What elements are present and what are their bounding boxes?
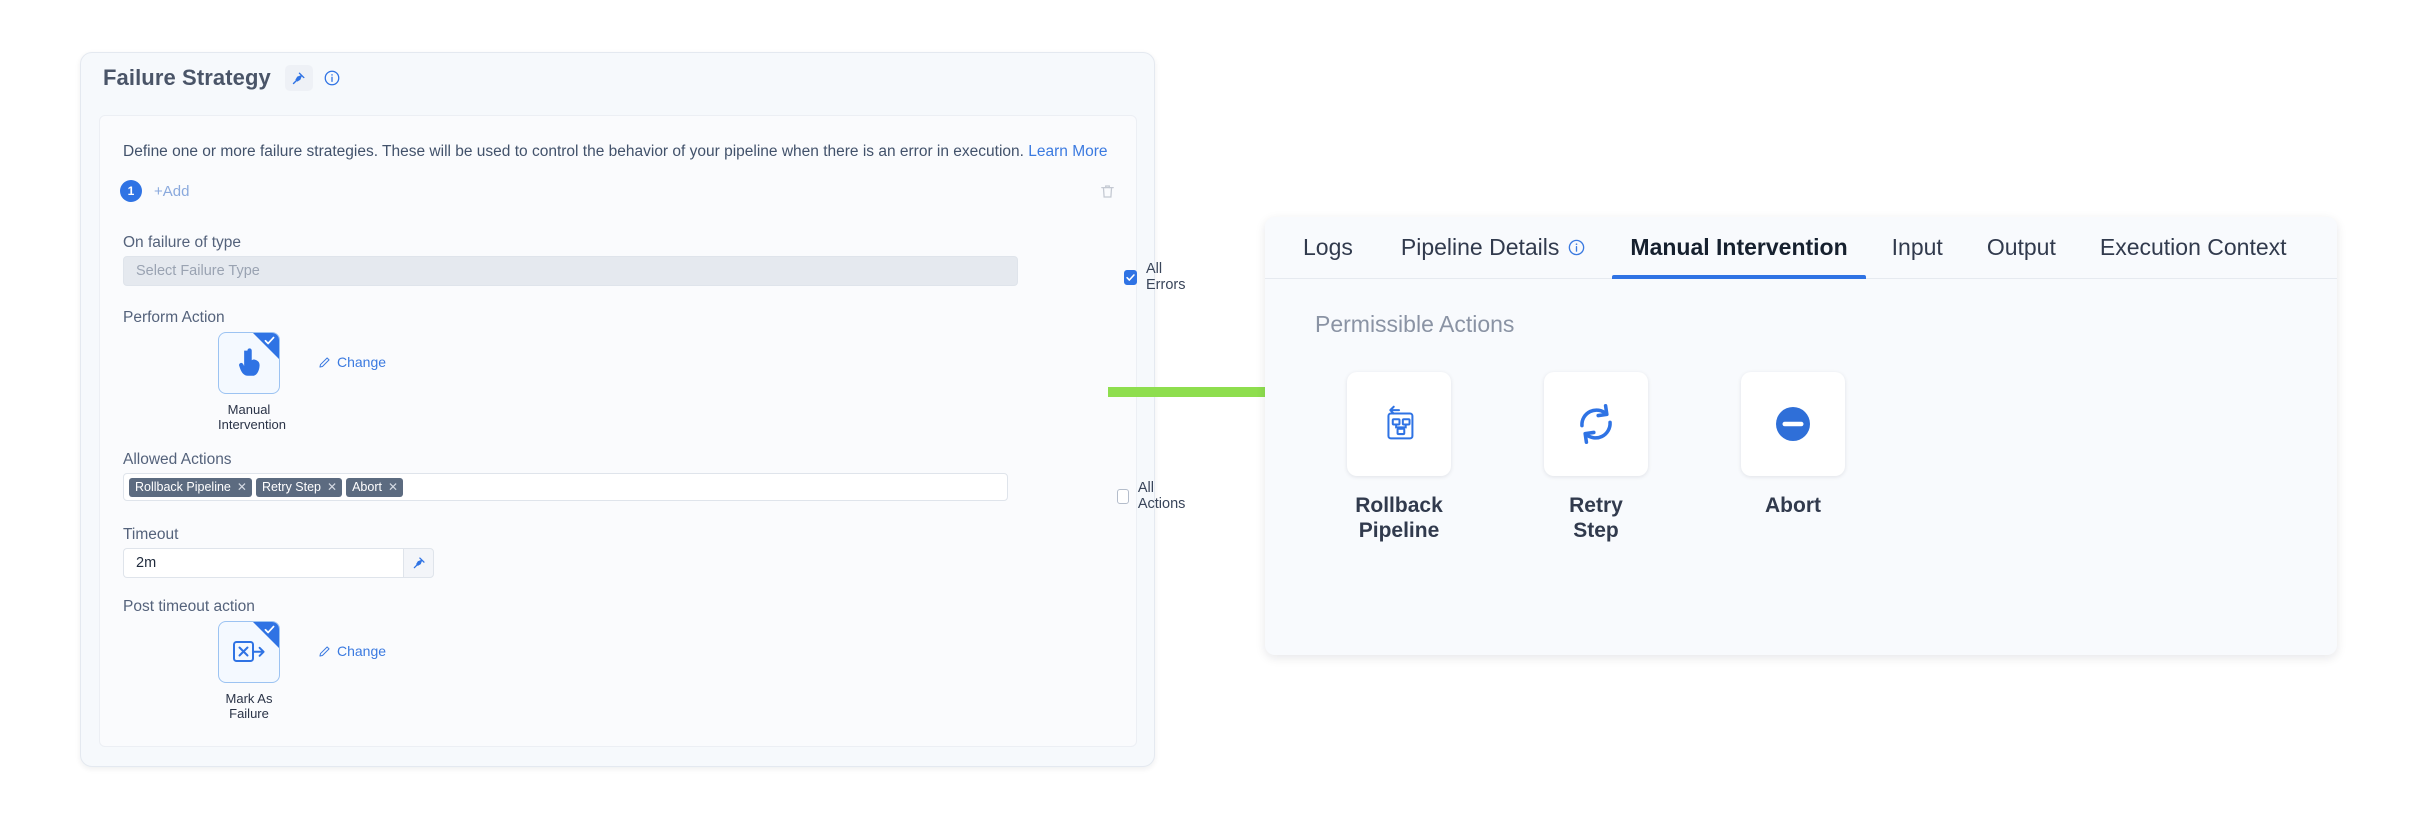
- all-errors-checkbox-box[interactable]: [1124, 269, 1137, 285]
- timeout-label: Timeout: [123, 526, 179, 543]
- post-timeout-action-group: Mark As Failure Change: [218, 621, 386, 721]
- action-label-line2: Pipeline: [1358, 519, 1440, 542]
- retry-refresh-icon: [1580, 404, 1612, 444]
- perform-action-label: Perform Action: [123, 309, 225, 326]
- permissible-actions-title: Permissible Actions: [1315, 311, 1515, 337]
- tab-label: Input: [1891, 234, 1943, 260]
- timeout-input[interactable]: 2m: [123, 548, 403, 578]
- change-label: Change: [337, 354, 387, 370]
- check-icon: [264, 625, 275, 634]
- post-timeout-action-label: Post timeout action: [123, 598, 255, 615]
- tab-manual-intervention[interactable]: Manual Intervention: [1608, 217, 1869, 279]
- tab-output[interactable]: Output: [1965, 217, 2078, 279]
- timeout-value: 2m: [136, 555, 157, 571]
- check-icon: [264, 336, 275, 345]
- all-errors-checkbox[interactable]: All Errors: [1124, 261, 1187, 293]
- change-post-timeout-action-button[interactable]: Change: [318, 643, 386, 659]
- all-actions-checkbox[interactable]: All Actions: [1117, 480, 1189, 512]
- description-sentence: Define one or more failure strategies. T…: [123, 143, 1024, 160]
- allowed-actions-label: Allowed Actions: [123, 451, 232, 468]
- manual-intervention-tile[interactable]: [218, 332, 280, 394]
- tab-logs[interactable]: Logs: [1303, 217, 1379, 279]
- selected-corner: [253, 622, 279, 648]
- action-tile[interactable]: [1544, 372, 1648, 476]
- all-actions-checkbox-box[interactable]: [1117, 488, 1129, 504]
- info-circle-icon[interactable]: [323, 69, 341, 87]
- trash-icon[interactable]: [1099, 182, 1116, 201]
- selected-corner: [253, 333, 279, 359]
- strategy-index-badge[interactable]: 1: [120, 180, 142, 202]
- on-failure-type-label: On failure of type: [123, 234, 242, 251]
- mark-as-failure-icon: [233, 641, 265, 662]
- pin-icon[interactable]: [284, 65, 313, 91]
- permissible-actions-list: Rollback Pipeline Retry Ste: [1315, 372, 2337, 543]
- abort-minus-circle-icon: [1776, 407, 1810, 441]
- action-tile[interactable]: [1347, 372, 1451, 476]
- description-text: Define one or more failure strategies. T…: [123, 143, 1108, 161]
- action-label-line1: Retry Step: [1569, 494, 1623, 542]
- tag-label: Retry Step: [261, 480, 322, 494]
- permissible-action-retry-step[interactable]: Retry Step: [1544, 372, 1648, 543]
- failure-strategy-body: Define one or more failure strategies. T…: [99, 115, 1185, 747]
- strategy-add-row: 1 +Add: [120, 176, 1116, 206]
- action-label: Abort: [1741, 493, 1845, 518]
- tile-caption-line2: Intervention: [218, 417, 286, 432]
- tab-pipeline-details[interactable]: Pipeline Details: [1379, 217, 1609, 279]
- tag-remove-icon[interactable]: ✕: [236, 480, 247, 494]
- failure-type-select[interactable]: Select Failure Type: [123, 256, 1018, 286]
- tile-caption-line1: Manual: [227, 402, 271, 417]
- failure-strategy-header: Failure Strategy: [81, 53, 1154, 103]
- panel-body: Permissible Actions: [1265, 279, 2337, 543]
- action-label: Rollback Pipeline: [1347, 493, 1451, 543]
- tab-execution-context[interactable]: Execution Context: [2078, 217, 2309, 279]
- tag-remove-icon[interactable]: ✕: [387, 480, 399, 494]
- action-label-line1: Rollback: [1355, 494, 1443, 517]
- mark-as-failure-tile[interactable]: [218, 621, 280, 683]
- tag-remove-icon[interactable]: ✕: [327, 480, 338, 494]
- action-label: Retry Step: [1544, 493, 1648, 543]
- tab-input[interactable]: Input: [1870, 217, 1965, 279]
- failure-type-placeholder: Select Failure Type: [136, 263, 260, 279]
- page-title: Failure Strategy: [103, 65, 271, 90]
- tag-retry-step[interactable]: Retry Step ✕: [255, 477, 343, 497]
- action-tile[interactable]: [1741, 372, 1845, 476]
- tab-label: Execution Context: [2099, 234, 2287, 260]
- tab-label: Output: [1986, 234, 2056, 260]
- rollback-pipeline-icon: [1387, 405, 1414, 440]
- tab-label: Manual Intervention: [1630, 234, 1848, 260]
- info-circle-icon[interactable]: [1567, 238, 1586, 257]
- tile-caption-line1: Mark As: [225, 691, 273, 706]
- action-label-line1: Abort: [1765, 494, 1821, 517]
- add-strategy-button[interactable]: +Add: [154, 182, 190, 200]
- perform-action-group: Manual Intervention Change: [218, 332, 386, 432]
- tag-abort[interactable]: Abort ✕: [346, 477, 404, 497]
- all-errors-label: All Errors: [1146, 261, 1186, 293]
- pencil-icon: [319, 356, 330, 368]
- pointing-hand-icon: [239, 348, 260, 376]
- permissible-action-abort[interactable]: Abort: [1741, 372, 1845, 543]
- green-right-arrow: [1108, 378, 1328, 406]
- all-actions-label: All Actions: [1137, 480, 1186, 512]
- tag-rollback-pipeline[interactable]: Rollback Pipeline ✕: [129, 477, 252, 497]
- learn-more-link[interactable]: Learn More: [1028, 143, 1108, 160]
- timeout-pin-button[interactable]: [403, 548, 434, 578]
- pencil-icon: [319, 645, 330, 657]
- pin-icon: [413, 557, 425, 569]
- timeout-field: 2m: [123, 548, 434, 578]
- tab-label: Logs: [1303, 234, 1353, 260]
- panel-tabs: Logs Pipeline Details Manual Interventio…: [1265, 217, 2337, 279]
- mark-as-failure-caption: Mark As Failure: [218, 691, 280, 721]
- change-label: Change: [337, 643, 387, 659]
- tile-caption-line2: Failure: [229, 706, 269, 721]
- tag-label: Abort: [352, 480, 382, 494]
- permissible-action-rollback-pipeline[interactable]: Rollback Pipeline: [1347, 372, 1451, 543]
- allowed-actions-input[interactable]: Rollback Pipeline ✕ Retry Step ✕ Abort ✕: [123, 473, 1008, 501]
- failure-strategy-card: Failure Strategy Define one or more fail…: [80, 52, 1185, 767]
- manual-intervention-panel: Logs Pipeline Details Manual Interventio…: [1265, 217, 2337, 655]
- manual-intervention-caption: Manual Intervention: [218, 402, 286, 432]
- tab-label: Pipeline Details: [1400, 234, 1560, 260]
- change-perform-action-button[interactable]: Change: [318, 354, 386, 370]
- tag-label: Rollback Pipeline: [135, 480, 231, 494]
